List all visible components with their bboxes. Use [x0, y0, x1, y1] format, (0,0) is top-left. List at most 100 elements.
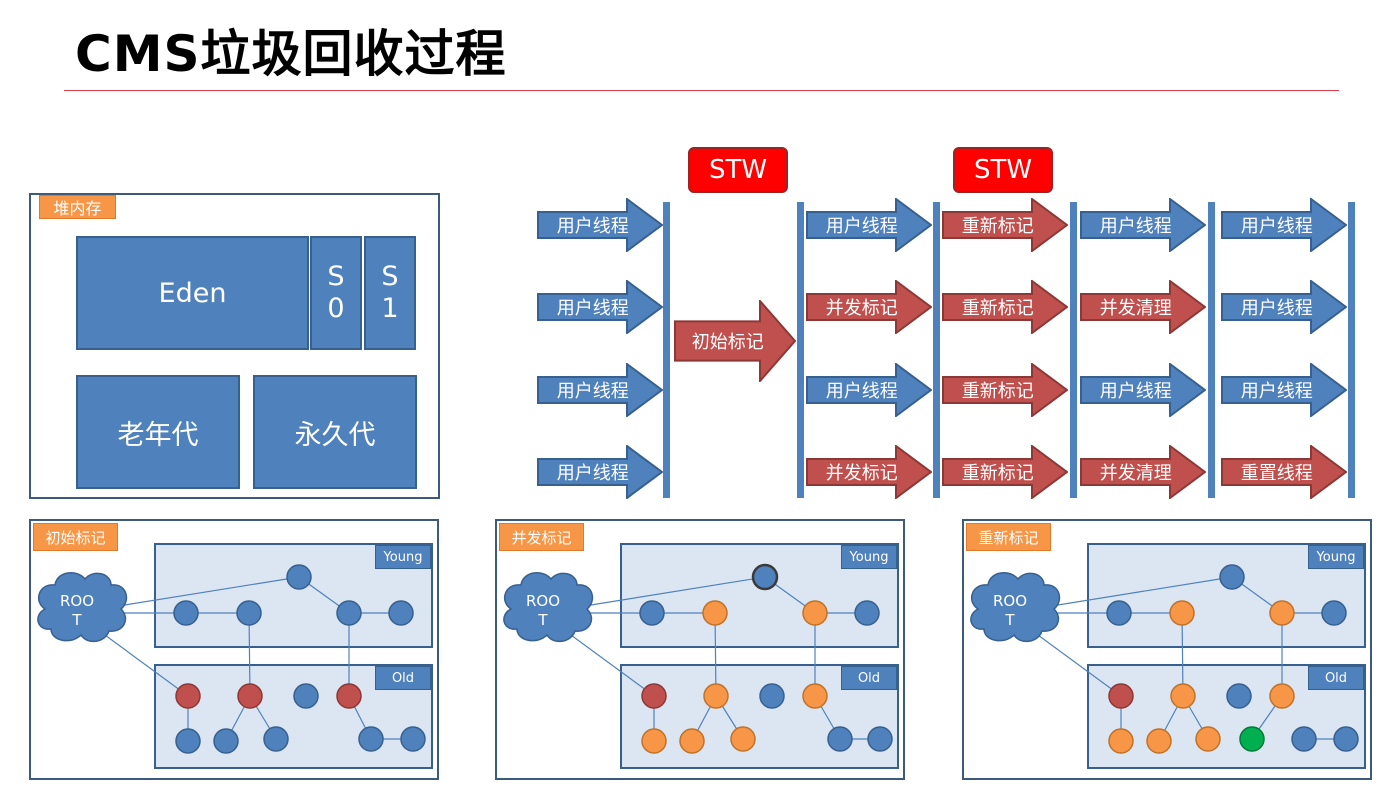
graph-tag: 重新标记 — [966, 523, 1051, 551]
old-region: Old — [1087, 664, 1366, 769]
arrow-label: 并发清理 — [1099, 298, 1172, 319]
root-label: T — [71, 611, 82, 629]
eden-label: Eden — [158, 277, 227, 309]
old-node — [867, 726, 893, 752]
old-node — [336, 683, 362, 709]
old-node — [175, 728, 201, 754]
young-node — [854, 600, 880, 626]
arrow-6-4: 重置线程 — [1221, 445, 1347, 499]
old-node — [679, 728, 705, 754]
young-node — [751, 563, 779, 591]
arrow-label: 重新标记 — [961, 463, 1034, 484]
arrow-4-1: 重新标记 — [942, 198, 1068, 252]
root-cloud — [503, 572, 594, 643]
arrow-3-3: 用户线程 — [806, 363, 932, 417]
old-node — [703, 683, 729, 709]
stw-badge-2: STW — [953, 147, 1053, 193]
page-title: CMS垃圾回收过程 — [75, 25, 507, 83]
old-node — [1195, 726, 1221, 752]
old-node — [358, 726, 384, 752]
young-node — [173, 600, 199, 626]
arrow-label: 用户线程 — [1240, 381, 1313, 402]
arrow-label: 用户线程 — [825, 216, 898, 237]
s0-label: S 0 — [327, 261, 345, 324]
old-tag: Old — [375, 666, 431, 690]
old-node — [802, 683, 828, 709]
root-label: ROO — [526, 592, 560, 610]
phase-divider-6 — [1348, 202, 1355, 498]
edge — [248, 612, 251, 697]
arrow-1-4: 用户线程 — [537, 445, 663, 499]
arrow-label: 重置线程 — [1240, 463, 1313, 484]
phase-divider-3 — [933, 202, 940, 498]
phase-divider-5 — [1208, 202, 1215, 498]
young-node — [1106, 600, 1132, 626]
arrow-3-2: 并发标记 — [806, 280, 932, 334]
old-node — [1108, 728, 1134, 754]
old-node — [263, 726, 289, 752]
old-gen-region: 老年代 — [76, 375, 240, 489]
arrow-label: 用户线程 — [1240, 298, 1313, 319]
old-node — [1333, 726, 1359, 752]
s1-region: S 1 — [364, 236, 416, 350]
young-node — [639, 600, 665, 626]
arrow-initial-mark: 初始标记 — [674, 300, 796, 382]
young-node — [702, 600, 728, 626]
arrow-3-4: 并发标记 — [806, 445, 932, 499]
arrow-5-1: 用户线程 — [1080, 198, 1206, 252]
arrow-4-2: 重新标记 — [942, 280, 1068, 334]
root-cloud — [970, 572, 1061, 643]
young-region: Young — [154, 543, 433, 648]
arrow-label: 用户线程 — [556, 381, 629, 402]
arrow-1-1: 用户线程 — [537, 198, 663, 252]
young-tag: Young — [841, 545, 897, 569]
arrow-5-3: 用户线程 — [1080, 363, 1206, 417]
old-node — [730, 726, 756, 752]
arrow-label: 并发标记 — [825, 463, 898, 484]
arrow-label: 并发清理 — [1099, 463, 1172, 484]
graph-tag: 初始标记 — [33, 523, 118, 551]
old-node — [213, 728, 239, 754]
old-node — [759, 683, 785, 709]
root-label: ROO — [993, 592, 1027, 610]
arrow-5-4: 并发清理 — [1080, 445, 1206, 499]
old-node — [293, 683, 319, 709]
old-node — [1108, 683, 1134, 709]
old-node — [641, 728, 667, 754]
old-node — [1170, 683, 1196, 709]
title-divider — [64, 90, 1339, 91]
old-node — [1239, 726, 1265, 752]
s1-label: S 1 — [381, 261, 399, 324]
s0-region: S 0 — [310, 236, 362, 350]
old-region: Old — [620, 664, 899, 769]
arrow-5-2: 并发清理 — [1080, 280, 1206, 334]
young-node — [1219, 564, 1245, 590]
stw-badge-1: STW — [688, 147, 788, 193]
root-label: T — [537, 611, 548, 629]
arrow-label: 重新标记 — [961, 298, 1034, 319]
arrow-label: 用户线程 — [556, 463, 629, 484]
arrow-label: 重新标记 — [961, 216, 1034, 237]
arrow-1-2: 用户线程 — [537, 280, 663, 334]
old-node — [237, 683, 263, 709]
arrow-1-3: 用户线程 — [537, 363, 663, 417]
young-node — [1269, 600, 1295, 626]
young-node — [336, 600, 362, 626]
eden-region: Eden — [76, 236, 309, 350]
young-region: Young — [1087, 543, 1366, 648]
edge — [1181, 612, 1184, 697]
old-node — [827, 726, 853, 752]
arrow-label: 初始标记 — [691, 332, 764, 353]
arrow-label: 用户线程 — [1099, 216, 1172, 237]
young-node — [388, 600, 414, 626]
phase-divider-4 — [1070, 202, 1077, 498]
graph-tag: 并发标记 — [499, 523, 584, 551]
perm-gen-label: 永久代 — [294, 419, 376, 451]
young-node — [286, 564, 312, 590]
root-label: T — [1004, 611, 1015, 629]
